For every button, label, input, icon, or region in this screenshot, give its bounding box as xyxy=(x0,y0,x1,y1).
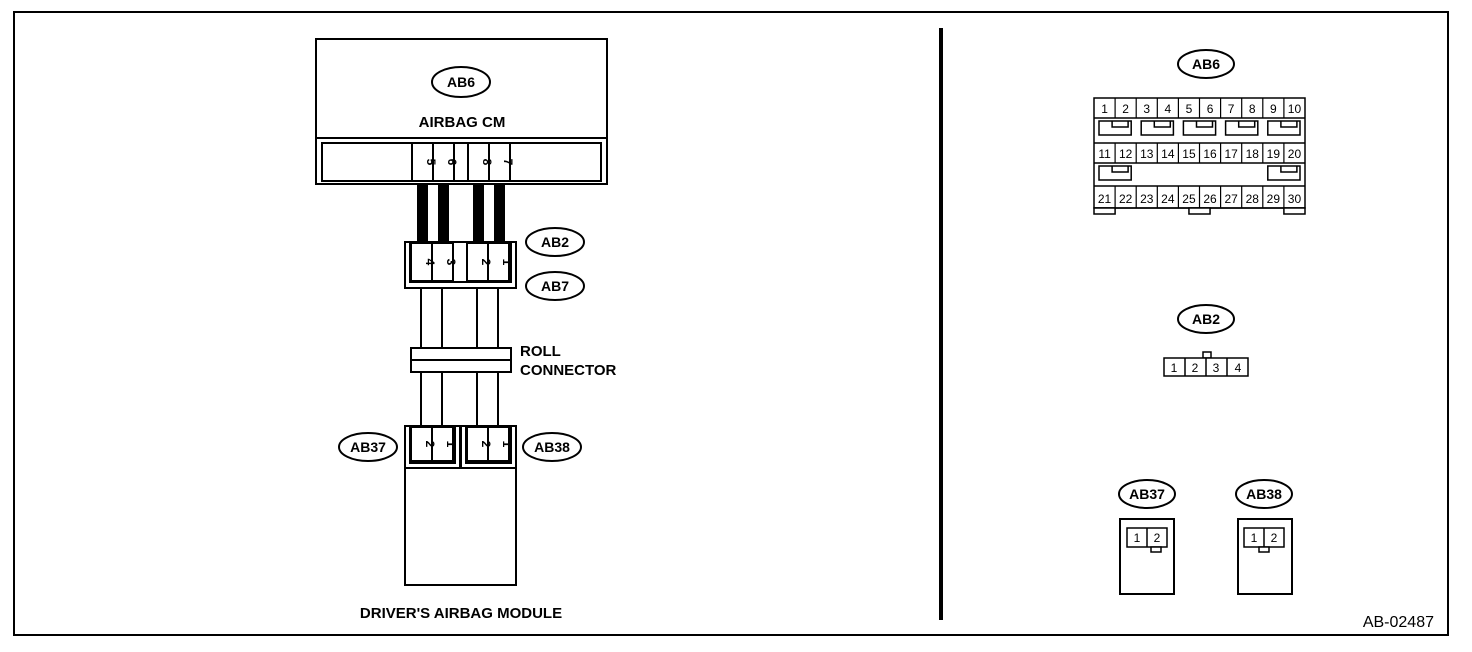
ab37-connector: 2 1 xyxy=(404,425,461,469)
airbag-cm-label: AIRBAG CM xyxy=(419,114,506,131)
ab37-view-badge xyxy=(1118,479,1176,509)
ab37-badge-text: AB37 xyxy=(350,439,386,455)
ab6-view-pin: 30 xyxy=(1288,192,1302,206)
ab6-badge-text: AB6 xyxy=(447,74,475,90)
figure-border xyxy=(13,11,1449,636)
ab7-roll-wires xyxy=(420,288,499,348)
ab6-view-pin: 11 xyxy=(1098,147,1111,161)
ab6-view-pin: 20 xyxy=(1288,147,1302,161)
ab38-view-pin: 1 xyxy=(1251,531,1258,545)
ab37-badge xyxy=(338,432,398,462)
ab6-view-pin: 6 xyxy=(1207,102,1214,116)
ab38-badge-text: AB38 xyxy=(534,439,570,455)
ab6-view-pin: 3 xyxy=(1143,102,1150,116)
ab6-view-pin: 16 xyxy=(1203,147,1217,161)
ab37-view-badge-text: AB37 xyxy=(1129,486,1165,502)
ab7-badge xyxy=(525,271,585,301)
cm-pin-label: 7 xyxy=(501,159,515,166)
ab2-pin-label: 3 xyxy=(444,259,458,266)
ab38-view-badge xyxy=(1235,479,1293,509)
cm-pin-label: 5 xyxy=(424,159,438,166)
ab6-view-pin: 4 xyxy=(1165,102,1172,116)
ab2-ab7-connector: 4 3 2 1 xyxy=(404,241,517,289)
figure-code: AB-02487 xyxy=(1363,614,1434,631)
ab6-view-pin: 13 xyxy=(1140,147,1154,161)
ab2-badge-text: AB2 xyxy=(541,234,569,250)
ab6-view-pin: 21 xyxy=(1098,192,1112,206)
ab6-view-pin: 19 xyxy=(1267,147,1281,161)
ab37-view-pin: 1 xyxy=(1134,531,1141,545)
ab38-view-pin: 2 xyxy=(1271,531,1278,545)
ab2-badge xyxy=(525,227,585,257)
ab6-view-pin: 24 xyxy=(1161,192,1175,206)
ab6-view-pin: 17 xyxy=(1224,147,1238,161)
ab6-view-pin: 14 xyxy=(1161,147,1175,161)
ab38-connector-view: 1 2 xyxy=(1237,518,1293,595)
ab6-view-pin: 22 xyxy=(1119,192,1133,206)
ab37-view-pin: 2 xyxy=(1154,531,1161,545)
ab6-view-pin: 12 xyxy=(1119,147,1133,161)
ab6-view-pin: 10 xyxy=(1288,102,1302,116)
ab6-view-pin: 25 xyxy=(1182,192,1196,206)
ab6-view-pin: 26 xyxy=(1203,192,1217,206)
ab2-view-badge xyxy=(1177,304,1235,334)
ab2-view-pin: 3 xyxy=(1213,361,1220,375)
ab38-pin-label: 1 xyxy=(500,441,514,448)
cm-pin-label: 6 xyxy=(445,159,459,166)
roll-connector-label-line1: ROLL xyxy=(520,343,561,360)
roll-module-wires xyxy=(420,372,499,426)
driver-module-label: DRIVER'S AIRBAG MODULE xyxy=(360,605,562,622)
ab6-view-pin: 15 xyxy=(1182,147,1196,161)
ab2-view-pin: 1 xyxy=(1171,361,1178,375)
ab6-view-pin: 27 xyxy=(1224,192,1238,206)
ab2-pin-label: 2 xyxy=(479,259,493,266)
ab6-view-pin: 23 xyxy=(1140,192,1154,206)
ab6-view-pin: 5 xyxy=(1186,102,1193,116)
cm-pin-label: 8 xyxy=(480,159,494,166)
ab37-pin-label: 2 xyxy=(423,441,437,448)
ab38-badge xyxy=(522,432,582,462)
ab6-view-badge-text: AB6 xyxy=(1192,56,1220,72)
ab2-view-badge-text: AB2 xyxy=(1192,311,1220,327)
ab6-view-pin: 9 xyxy=(1270,102,1277,116)
ab6-view-pin: 29 xyxy=(1267,192,1281,206)
ab37-pin-label: 1 xyxy=(444,441,458,448)
ab2-connector-view: 1 2 3 4 xyxy=(1163,351,1249,377)
ab37-connector-view: 1 2 xyxy=(1119,518,1175,595)
airbag-cm: AB6 AIRBAG CM xyxy=(315,38,608,139)
roll-connector: ROLL CONNECTOR xyxy=(410,343,617,379)
ab38-view-badge-text: AB38 xyxy=(1246,486,1282,502)
ab7-badge-text: AB7 xyxy=(541,278,569,294)
roll-connector-label-line2: CONNECTOR xyxy=(520,362,617,379)
ab6-view-pin: 1 xyxy=(1101,102,1108,116)
ab2-pin-label: 1 xyxy=(500,259,514,266)
ab38-pin-label: 2 xyxy=(479,441,493,448)
cm-connector: 5 6 8 7 xyxy=(315,137,608,185)
ab6-view-pin: 28 xyxy=(1246,192,1260,206)
ab6-view-pin: 18 xyxy=(1246,147,1260,161)
ab6-view-pin: 2 xyxy=(1122,102,1129,116)
ab2-view-pin: 2 xyxy=(1192,361,1199,375)
ab2-view-pin: 4 xyxy=(1235,361,1242,375)
ab38-connector: 2 1 xyxy=(460,425,517,469)
ab6-view-badge xyxy=(1177,49,1235,79)
driver-airbag-module xyxy=(404,467,517,586)
ab6-badge xyxy=(431,66,491,98)
cm-ab2-wires xyxy=(417,184,505,242)
ab6-view-pin: 7 xyxy=(1228,102,1235,116)
ab6-view-pin: 8 xyxy=(1249,102,1256,116)
ab2-pin-label: 4 xyxy=(423,259,437,266)
